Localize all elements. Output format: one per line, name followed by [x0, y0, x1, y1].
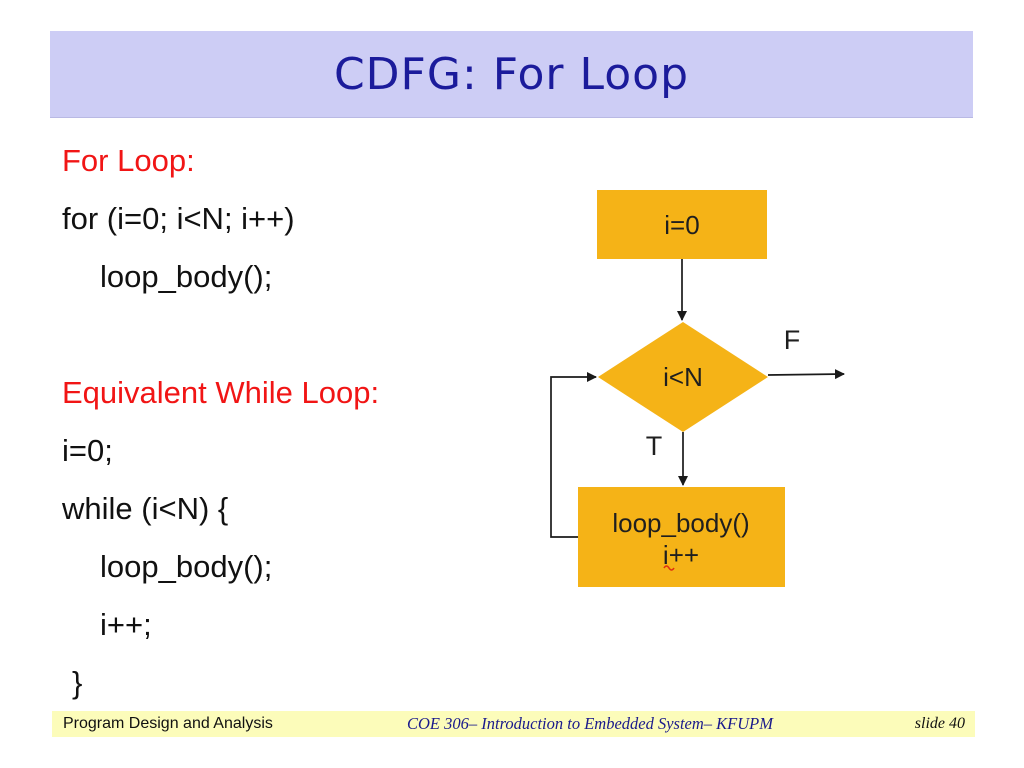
- blank-line: [62, 306, 532, 364]
- spellcheck-squiggle: [663, 565, 675, 571]
- loop-back-arrow: [550, 372, 597, 538]
- for-loop-heading: For Loop:: [62, 143, 195, 178]
- slide-title: CDFG: For Loop: [333, 48, 690, 100]
- for-statement: for (i=0; i<N; i++): [62, 201, 295, 236]
- footer-course-code: COE 306– Introduction to Embedded System…: [407, 714, 773, 733]
- condition-node-label: i<N: [663, 362, 703, 392]
- while-loop-heading: Equivalent While Loop:: [62, 375, 380, 410]
- code-block: For Loop: for (i=0; i<N; i++) loop_body(…: [62, 132, 532, 712]
- while-body-statement: loop_body();: [100, 549, 273, 584]
- increment-statement: i++;: [100, 607, 152, 642]
- footer-slide-number: slide 40: [914, 715, 965, 732]
- false-branch-arrow: [767, 369, 845, 380]
- body-node-label-line2: i++: [663, 540, 699, 570]
- flowchart: i=0 i<N F T loop_body() i++: [540, 160, 860, 600]
- init-node: [597, 190, 767, 259]
- false-branch-label: F: [784, 325, 801, 355]
- body-node: [578, 487, 785, 587]
- body-node-label-line1: loop_body(): [612, 508, 749, 538]
- init-statement: i=0;: [62, 433, 113, 468]
- footer-course-name: Program Design and Analysis: [63, 715, 273, 732]
- while-statement: while (i<N) {: [62, 491, 229, 526]
- condition-node: [598, 322, 768, 432]
- for-body-statement: loop_body();: [100, 259, 273, 294]
- title-bar: CDFG: For Loop: [50, 31, 973, 118]
- closing-brace: }: [72, 665, 83, 700]
- true-branch-label: T: [646, 431, 663, 461]
- init-node-label: i=0: [664, 210, 699, 240]
- footer-bar: Program Design and Analysis COE 306– Int…: [52, 711, 975, 737]
